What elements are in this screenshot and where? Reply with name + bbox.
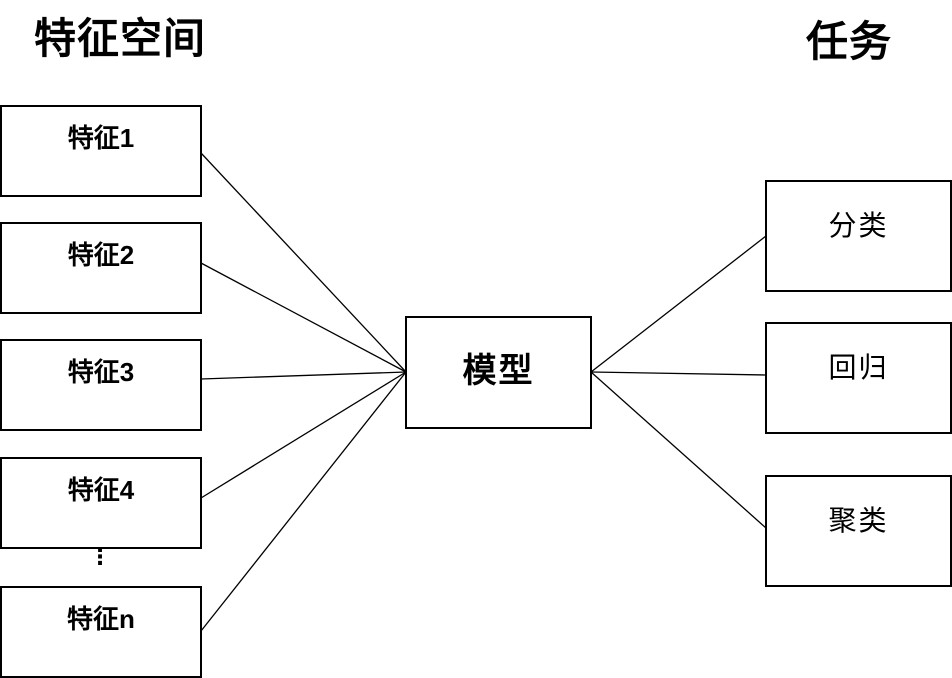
feature-node-1[interactable]: 特征1 xyxy=(0,105,202,197)
edge-feature-2-to-model xyxy=(200,262,407,373)
task-title: 任务 xyxy=(806,18,893,65)
task-node-classification[interactable]: 分类 xyxy=(765,180,952,292)
task-node-label: 分类 xyxy=(828,210,889,241)
task-node-label: 聚类 xyxy=(828,505,889,536)
edge-feature-1-to-model xyxy=(200,152,407,373)
vertical-ellipsis-icon: ⋮ xyxy=(89,544,111,569)
feature-node-label: 特征3 xyxy=(67,357,135,387)
edge-model-to-task-2 xyxy=(590,371,767,376)
feature-node-3[interactable]: 特征3 xyxy=(0,339,202,431)
task-node-clustering[interactable]: 聚类 xyxy=(765,475,952,587)
feature-node-label: 特征n xyxy=(67,604,135,634)
feature-node-label: 特征4 xyxy=(67,475,135,505)
edge-model-to-task-3 xyxy=(590,371,767,529)
feature-node-2[interactable]: 特征2 xyxy=(0,222,202,314)
model-node[interactable]: 模型 xyxy=(405,316,592,429)
edge-model-to-task-1 xyxy=(590,235,767,373)
feature-node-4[interactable]: 特征4 xyxy=(0,457,202,549)
edge-feature-5-to-model xyxy=(200,371,407,632)
edge-feature-3-to-model xyxy=(200,371,407,380)
feature-node-label: 特征1 xyxy=(67,123,135,153)
model-node-label: 模型 xyxy=(462,352,535,390)
feature-node-n[interactable]: 特征n xyxy=(0,586,202,678)
task-node-regression[interactable]: 回归 xyxy=(765,322,952,434)
edge-feature-4-to-model xyxy=(200,371,407,499)
feature-node-label: 特征2 xyxy=(67,240,135,270)
feature-space-title: 特征空间 xyxy=(34,15,207,62)
task-node-label: 回归 xyxy=(828,352,889,383)
